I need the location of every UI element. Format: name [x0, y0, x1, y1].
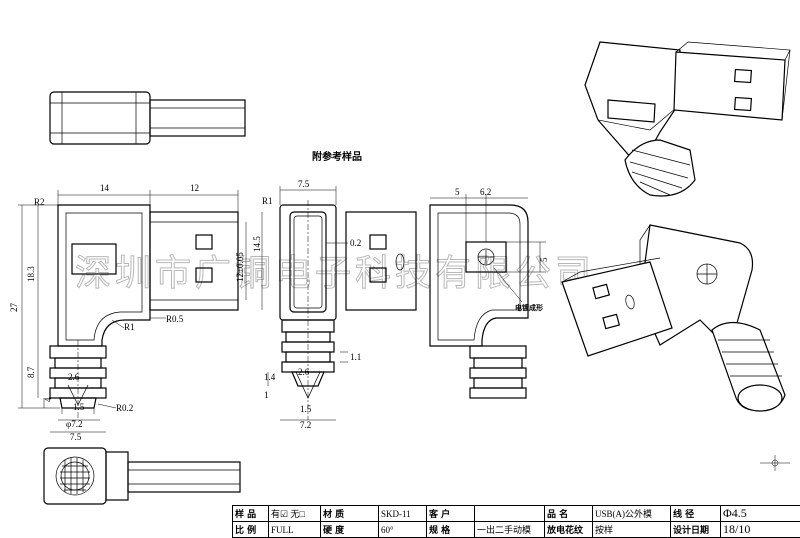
front-view-right [430, 205, 528, 398]
label-customer: 客 户 [427, 506, 475, 522]
note-title: 附参考样品 [312, 150, 362, 163]
svg-text:φ7.2: φ7.2 [66, 419, 82, 429]
label-edm-texture: 放电花纹 [545, 522, 593, 538]
label-product-name: 品 名 [545, 506, 593, 522]
value-sample: 有☑ 无□ [269, 506, 321, 522]
front-view-middle [280, 200, 416, 420]
svg-text:5: 5 [455, 187, 460, 197]
svg-text:27: 27 [9, 303, 19, 313]
top-side-view [50, 92, 245, 144]
svg-text:1.5: 1.5 [73, 402, 85, 412]
svg-text:R0.2: R0.2 [116, 403, 133, 413]
svg-text:R0.5: R0.5 [166, 314, 184, 324]
label-hardness: 硬 度 [321, 522, 379, 538]
label-design-date: 设计日期 [671, 522, 721, 538]
svg-text:1.1: 1.1 [350, 352, 361, 362]
svg-text:12: 12 [190, 183, 199, 193]
label-sample: 样 品 [233, 506, 269, 522]
title-row-2: 比 例 FULL 硬 度 60° 规 格 一出二手动模 放电花纹 按样 设计日期… [233, 522, 800, 538]
title-row-1: 样 品 有☑ 无□ 材 质 SKD-11 客 户 品 名 USB(A)公外模 线… [233, 506, 800, 522]
front-view-left [50, 205, 238, 418]
bottom-section-view [44, 448, 240, 504]
iso-view-top [585, 42, 790, 196]
svg-text:1: 1 [264, 390, 269, 400]
svg-text:2.6: 2.6 [68, 372, 80, 382]
svg-text:R1: R1 [124, 322, 135, 332]
watermark: 深圳市广铜电子科技有限公司 [75, 253, 595, 294]
svg-text:14: 14 [100, 183, 110, 193]
origin-mark [760, 455, 790, 471]
svg-text:R1: R1 [262, 196, 273, 206]
svg-text:2.6: 2.6 [298, 367, 310, 377]
label-spec: 规 格 [427, 522, 475, 538]
value-customer [475, 506, 545, 522]
svg-text:6.2: 6.2 [480, 187, 491, 197]
value-wire-diameter: Φ4.5 [721, 506, 800, 522]
value-edm-texture: 按样 [593, 522, 671, 538]
value-product-name: USB(A)公外模 [593, 506, 671, 522]
iso-view-bottom [562, 225, 785, 411]
svg-text:8.7: 8.7 [26, 366, 36, 378]
svg-text:5: 5 [539, 257, 549, 262]
svg-text:7.5: 7.5 [298, 179, 310, 189]
svg-text:18.3: 18.3 [26, 266, 36, 282]
value-hardness: 60° [379, 522, 427, 538]
value-design-date: 18/10 [721, 522, 800, 538]
value-spec: 一出二手动模 [475, 522, 545, 538]
label-material: 材 质 [321, 506, 379, 522]
svg-text:7.5: 7.5 [70, 432, 82, 442]
svg-text:1.5: 1.5 [300, 404, 312, 414]
svg-text:1.4: 1.4 [264, 372, 276, 382]
label-wire-diameter: 线 径 [671, 506, 721, 522]
label-scale: 比 例 [233, 522, 269, 538]
title-block: 样 品 有☑ 无□ 材 质 SKD-11 客 户 品 名 USB(A)公外模 线… [232, 505, 800, 538]
svg-text:电镀成形: 电镀成形 [515, 303, 543, 312]
svg-text:7.2: 7.2 [300, 420, 311, 430]
svg-text:12±0.05: 12±0.05 [235, 252, 245, 282]
svg-text:14.5: 14.5 [252, 236, 262, 252]
value-scale: FULL [269, 522, 321, 538]
svg-text:4: 4 [43, 397, 53, 402]
svg-text:R2: R2 [34, 197, 45, 207]
value-material: SKD-11 [379, 506, 427, 522]
svg-text:0.2: 0.2 [350, 238, 361, 248]
